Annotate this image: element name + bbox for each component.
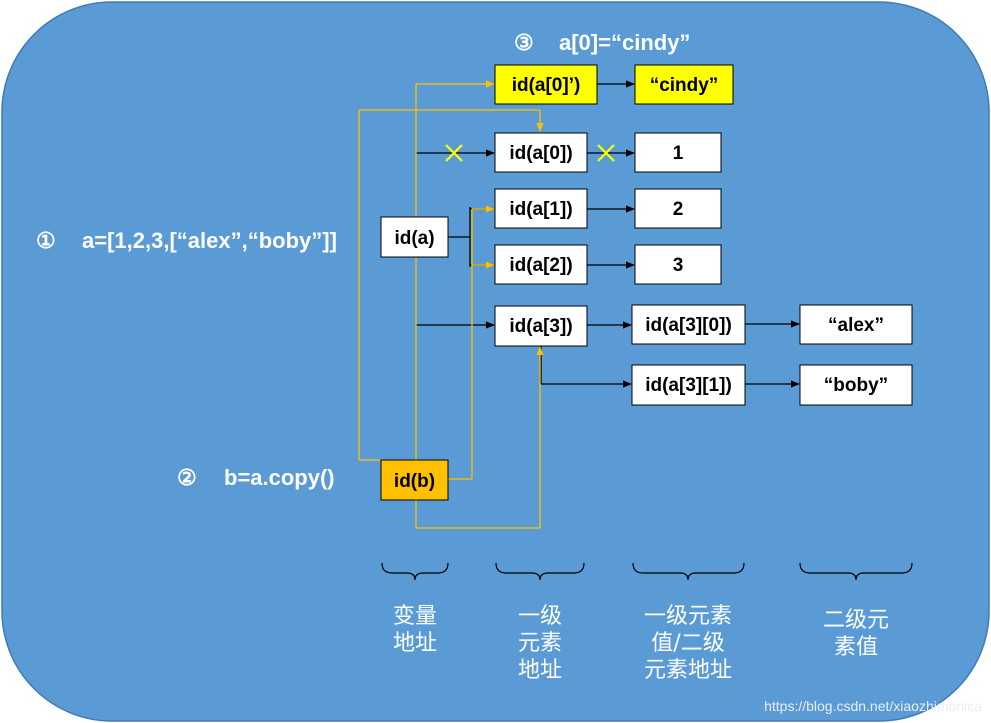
step3-code: a[0]=“cindy”	[559, 30, 690, 55]
id-b-connectors	[358, 80, 544, 529]
category-level1-addr: 一级 元素 地址	[518, 604, 562, 683]
category-line: 素值	[834, 635, 878, 660]
cross-icon	[445, 144, 463, 162]
box-val-2-label: 2	[673, 199, 684, 220]
box-id-b-label: id(b)	[394, 471, 435, 492]
step3-marker: ③	[514, 30, 534, 55]
step2-code: b=a.copy()	[224, 465, 335, 490]
box-id-a0-new: id(a[0]’)	[494, 64, 598, 105]
box-id-a1: id(a[1])	[494, 188, 588, 229]
category-line: 二级元	[823, 608, 889, 633]
box-val-1-label: 1	[673, 143, 684, 164]
category-line: 元素	[518, 631, 562, 656]
category-line: 地址	[518, 658, 562, 683]
cross-icon	[597, 144, 615, 162]
category-line: 值/二级	[651, 631, 724, 656]
watermark-text: https://blog.csdn.net/xiaozhimonica	[764, 698, 982, 714]
box-id-a30-label: id(a[3][0])	[645, 315, 732, 336]
box-boby: “boby”	[799, 364, 913, 406]
brace-var-addr	[381, 562, 449, 581]
box-id-a31-label: id(a[3][1])	[645, 375, 732, 396]
box-id-a2: id(a[2])	[494, 244, 588, 285]
box-alex-label: “alex”	[828, 315, 884, 336]
box-boby-label: “boby”	[824, 375, 888, 396]
category-line: 元素地址	[644, 658, 732, 683]
box-cindy: “cindy”	[634, 64, 734, 105]
box-id-a0-label: id(a[0])	[509, 143, 572, 164]
box-cindy-label: “cindy”	[650, 75, 719, 96]
step1-marker: ①	[36, 228, 56, 253]
step1-code: a=[1,2,3,[“alex”,“boby”]]	[82, 228, 337, 253]
category-level1-val: 一级元素 值/二级 元素地址	[644, 604, 732, 683]
box-id-a-label: id(a)	[394, 228, 434, 249]
box-id-a31: id(a[3][1])	[631, 364, 746, 406]
category-var-addr: 变量 地址	[393, 604, 437, 656]
category-line: 地址	[393, 631, 437, 656]
box-id-a2-label: id(a[2])	[509, 255, 572, 276]
brace-level2-val	[799, 562, 913, 581]
box-id-a3-label: id(a[3])	[509, 316, 572, 337]
box-val-2: 2	[634, 188, 722, 229]
brace-level1-addr	[495, 562, 585, 581]
box-id-b: id(b)	[380, 459, 449, 501]
category-line: 变量	[393, 604, 437, 629]
category-line: 一级	[518, 604, 562, 629]
box-val-3-label: 3	[673, 255, 684, 276]
box-id-a0-new-label: id(a[0]’)	[512, 75, 581, 96]
category-level2-val: 二级元 素值	[823, 608, 889, 660]
box-id-a30: id(a[3][0])	[631, 304, 746, 345]
box-id-a3: id(a[3])	[494, 305, 588, 347]
box-id-a0: id(a[0])	[494, 132, 588, 173]
category-line: 一级元素	[644, 604, 732, 629]
box-alex: “alex”	[799, 304, 913, 345]
box-id-a1-label: id(a[1])	[509, 199, 572, 220]
brace-level1-val	[632, 562, 745, 581]
box-val-3: 3	[634, 244, 722, 285]
box-val-1: 1	[634, 132, 722, 173]
box-id-a: id(a)	[380, 216, 449, 258]
step2-marker: ②	[177, 465, 197, 490]
